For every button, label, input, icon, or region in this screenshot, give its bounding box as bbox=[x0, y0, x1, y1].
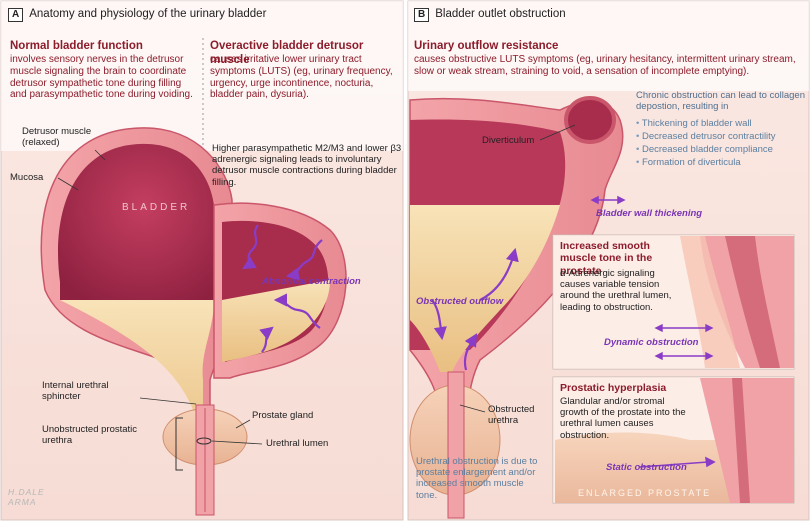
panel-b-title: Bladder outlet obstruction bbox=[435, 8, 566, 21]
obstruction-note: Urethral obstruction is due to prostate … bbox=[416, 456, 538, 501]
box2-body: Glandular and/or stromal growth of the p… bbox=[560, 396, 686, 441]
wall-thickening-arrow bbox=[590, 195, 626, 205]
box1-body: α-Adrenergic signaling causes variable t… bbox=[560, 268, 672, 313]
overactive-title: Overactive bladder detrusor muscle bbox=[210, 40, 364, 66]
abnormal-label: Abnormal contraction bbox=[262, 276, 361, 287]
unobstructed-label: Unobstructed prostatic urethra bbox=[42, 424, 138, 447]
dynamic-arrows bbox=[654, 323, 714, 361]
leaders-a bbox=[57, 149, 263, 445]
chronic-head: Chronic obstruction can lead to collagen… bbox=[636, 90, 805, 113]
diverticulum-label: Diverticulum bbox=[482, 135, 535, 146]
mucosa-label: Mucosa bbox=[10, 172, 44, 183]
panel-b-header: B Bladder outlet obstruction bbox=[414, 8, 566, 22]
sphincter-label: Internal urethral sphincter bbox=[42, 380, 109, 403]
static-label: Static obstruction bbox=[606, 462, 687, 473]
signaling-text: Higher parasympathetic M2/M3 and lower β… bbox=[212, 143, 402, 188]
bladder-a bbox=[40, 127, 347, 516]
chronic-item: Formation of diverticula bbox=[636, 156, 806, 169]
artist-signature: H.DALE ARMA bbox=[8, 487, 45, 508]
outflow-arrows bbox=[431, 247, 519, 371]
panel-a-title: Anatomy and physiology of the urinary bl… bbox=[29, 8, 267, 21]
panel-a-header: A Anatomy and physiology of the urinary … bbox=[8, 8, 266, 22]
dynamic-label: Dynamic obstruction bbox=[604, 337, 699, 348]
enlarged-prostate-label: ENLARGED PROSTATE bbox=[578, 488, 712, 498]
normal-body: involves sensory nerves in the detrusor … bbox=[10, 54, 193, 101]
panel-a-badge: A bbox=[8, 8, 24, 22]
resistance-body: causes obstructive LUTS symptoms (eg, ur… bbox=[414, 54, 796, 77]
detrusor-label: Detrusor muscle (relaxed) bbox=[22, 126, 92, 149]
box-dynamic-obstruction bbox=[552, 234, 795, 370]
chronic-list: Thickening of bladder wall Decreased det… bbox=[636, 117, 806, 169]
chronic-item: Decreased bladder compliance bbox=[636, 143, 806, 156]
chronic-item: Decreased detrusor contractility bbox=[636, 130, 806, 143]
contraction-arrows bbox=[242, 224, 323, 353]
chronic-item: Thickening of bladder wall bbox=[636, 117, 806, 130]
resistance-title: Urinary outflow resistance bbox=[414, 40, 559, 52]
prostate-label: Prostate gland bbox=[252, 410, 314, 421]
leaders-b bbox=[459, 124, 576, 413]
wall-thickening-label: Bladder wall thickening bbox=[596, 208, 703, 219]
overactive-body: causes irritative lower urinary tract sy… bbox=[210, 54, 393, 101]
box2-title: Prostatic hyperplasia bbox=[560, 382, 667, 394]
outflow-label: Obstructed outflow bbox=[416, 296, 504, 307]
lumen-label: Urethral lumen bbox=[266, 438, 329, 449]
box-static-obstruction bbox=[552, 376, 795, 504]
obstructed-urethra-label: Obstructed urethra bbox=[488, 404, 535, 427]
static-arrow bbox=[639, 456, 716, 468]
bladder-label: BLADDER bbox=[122, 202, 191, 213]
box1-title: Increased smooth muscle tone in the pros… bbox=[560, 240, 653, 277]
normal-title: Normal bladder function bbox=[10, 40, 143, 52]
panel-b-badge: B bbox=[414, 8, 430, 22]
